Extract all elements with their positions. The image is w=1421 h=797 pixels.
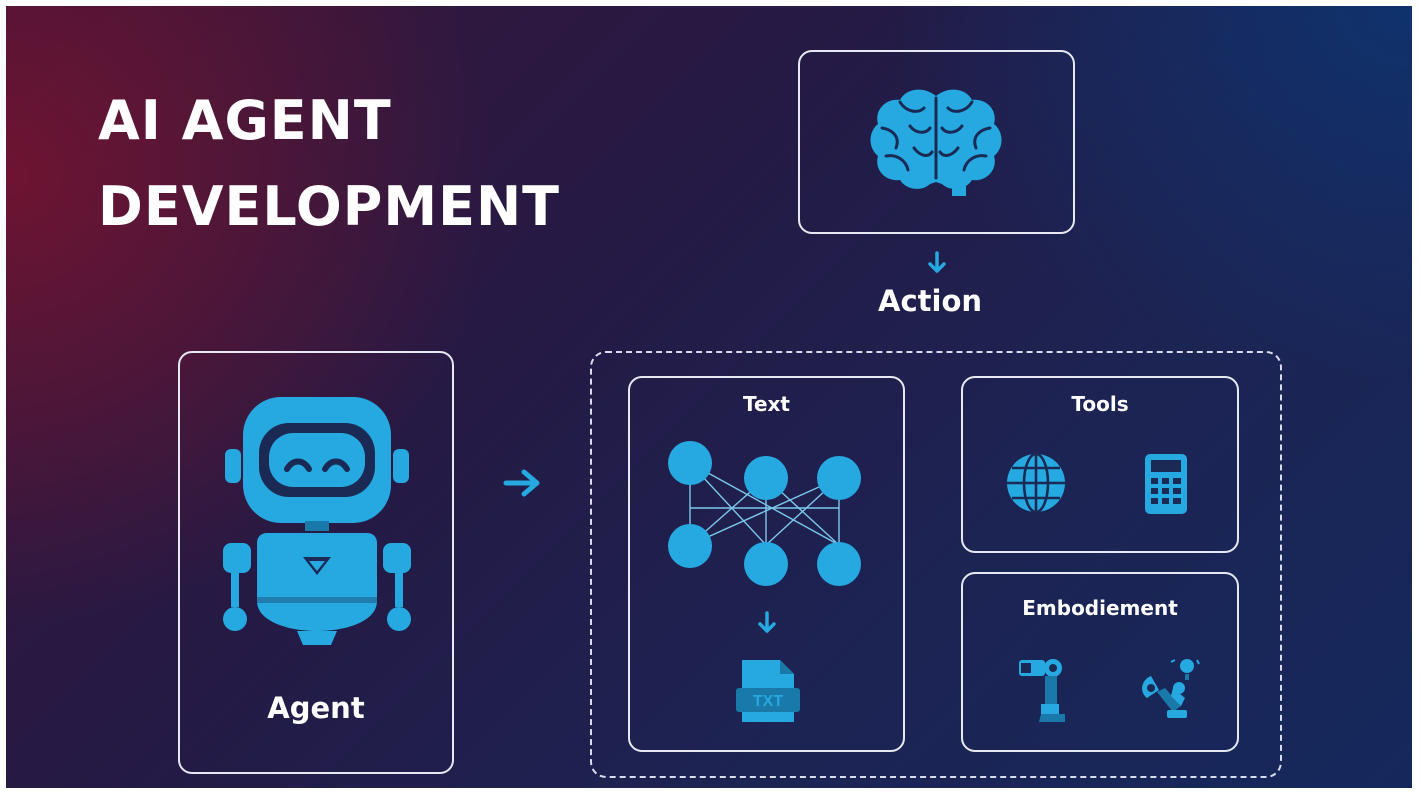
agent-label: Agent — [267, 691, 365, 725]
action-label: Action — [878, 284, 983, 318]
down-arrow-icon-2 — [758, 611, 776, 633]
text-box-label: Text — [742, 392, 790, 416]
diagram-canvas: AI AGENT DEVELOPMENT Action — [6, 6, 1412, 788]
text-box: Text — [628, 376, 905, 752]
robot-icon — [223, 397, 411, 645]
brain-box — [798, 50, 1075, 234]
title-line-1: AI AGENT — [98, 89, 392, 152]
robot-arm-icon — [1142, 659, 1200, 718]
embodiment-box-label: Embodiement — [1022, 596, 1178, 620]
tools-box: Tools — [961, 376, 1239, 553]
tools-box-label: Tools — [1071, 392, 1129, 416]
globe-icon — [1007, 452, 1065, 514]
title-line-2: DEVELOPMENT — [98, 175, 561, 238]
robot-leg-icon — [1019, 659, 1065, 722]
page-title: AI AGENT DEVELOPMENT — [98, 78, 560, 250]
txt-file-label: TXT — [753, 693, 783, 710]
embodiment-box: Embodiement — [961, 572, 1239, 752]
neural-network-icon — [668, 441, 861, 586]
txt-file-icon: TXT — [736, 660, 800, 722]
calculator-icon — [1145, 454, 1187, 514]
down-arrow-icon — [928, 251, 946, 273]
right-arrow-icon — [503, 469, 540, 497]
brain-icon — [870, 89, 1002, 196]
agent-box: Agent — [178, 351, 454, 774]
action-group — [590, 351, 1282, 778]
